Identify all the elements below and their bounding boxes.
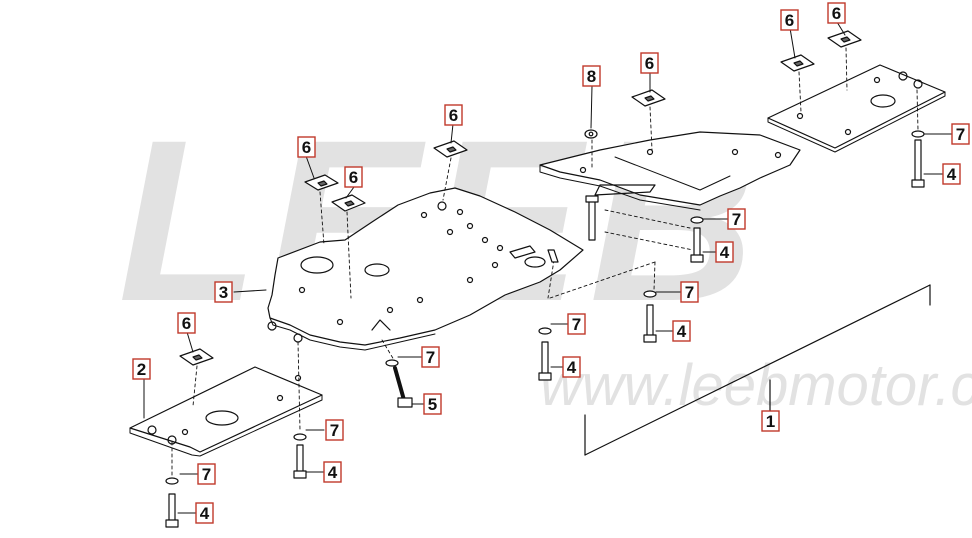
callout-1: 1	[761, 410, 780, 432]
svg-text:5: 5	[428, 395, 437, 414]
svg-text:6: 6	[645, 54, 654, 73]
bolts	[165, 139, 925, 528]
callout-6: 6	[444, 104, 463, 126]
svg-text:4: 4	[720, 243, 730, 262]
svg-text:4: 4	[328, 463, 338, 482]
callout-4: 4	[562, 356, 581, 378]
callout-6: 6	[344, 166, 363, 188]
svg-text:6: 6	[832, 4, 841, 23]
callout-5: 5	[423, 393, 442, 415]
svg-text:7: 7	[685, 283, 694, 302]
svg-text:7: 7	[572, 315, 581, 334]
callout-4: 4	[195, 502, 214, 524]
svg-text:7: 7	[202, 465, 211, 484]
callouts: 1 2 3 4 4 4 4 4	[132, 2, 970, 524]
callout-6: 6	[827, 2, 846, 24]
svg-text:7: 7	[732, 210, 741, 229]
svg-text:6: 6	[302, 138, 311, 157]
hex-nut	[584, 129, 598, 139]
skid-plate-right	[539, 131, 801, 211]
plate-upper-right	[767, 64, 946, 153]
clip-nut-5	[780, 54, 815, 72]
svg-text:6: 6	[349, 168, 358, 187]
callout-4: 4	[323, 461, 342, 483]
svg-text:4: 4	[567, 358, 577, 377]
svg-text:6: 6	[785, 11, 794, 30]
clip-nut-2	[331, 194, 366, 212]
callout-7: 7	[567, 313, 586, 335]
assembly-bracket	[584, 284, 931, 456]
svg-text:6: 6	[449, 106, 458, 125]
svg-text:6: 6	[182, 314, 191, 333]
watermark-url: www.leebmotor.co	[540, 353, 972, 418]
svg-text:2: 2	[137, 360, 146, 379]
callout-7: 7	[325, 419, 344, 441]
svg-text:4: 4	[947, 165, 957, 184]
callout-4: 4	[715, 241, 734, 263]
clip-nut-1	[304, 174, 339, 191]
svg-text:7: 7	[330, 421, 339, 440]
callout-7: 7	[951, 123, 970, 145]
clip-nut-4	[631, 89, 666, 107]
svg-text:3: 3	[219, 283, 228, 302]
svg-text:4: 4	[677, 322, 687, 341]
callout-4: 4	[672, 320, 691, 342]
svg-text:4: 4	[200, 504, 210, 523]
leader-lines	[143, 21, 953, 514]
callout-2: 2	[132, 358, 151, 380]
svg-text:1: 1	[766, 412, 775, 431]
callout-7: 7	[680, 281, 699, 303]
callout-3: 3	[214, 281, 233, 303]
callout-7: 7	[727, 208, 746, 230]
clip-nut-6	[827, 30, 862, 48]
callout-6: 6	[297, 136, 316, 158]
callout-7: 7	[421, 346, 440, 368]
plate-front	[129, 366, 323, 457]
clip-nut-7	[179, 348, 214, 366]
callout-8: 8	[582, 65, 601, 87]
svg-text:7: 7	[956, 125, 965, 144]
callout-6: 6	[780, 9, 799, 31]
assembly-axes	[171, 47, 919, 479]
callout-6: 6	[640, 52, 659, 74]
svg-text:8: 8	[587, 67, 596, 86]
skid-plate-center	[267, 187, 584, 351]
clip-nut-3	[433, 140, 468, 158]
callout-7: 7	[197, 463, 216, 485]
callout-6: 6	[177, 312, 196, 334]
callout-4: 4	[942, 163, 961, 185]
svg-text:7: 7	[426, 348, 435, 367]
